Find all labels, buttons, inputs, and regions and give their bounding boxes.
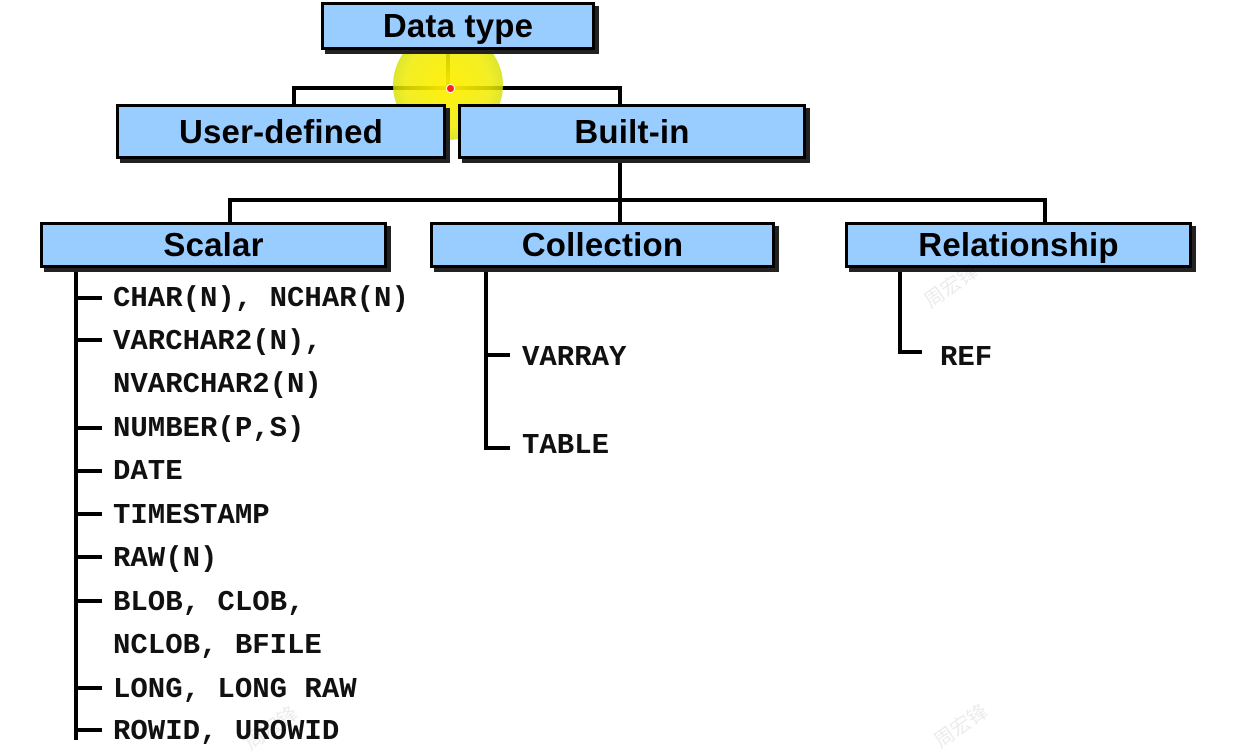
scalar-item-varchar2: VARCHAR2(N), xyxy=(113,325,322,358)
collection-item-table: TABLE xyxy=(522,429,610,462)
scalar-item-rowid: ROWID, UROWID xyxy=(113,715,340,748)
scalar-item-long: LONG, LONG RAW xyxy=(113,673,357,706)
node-scalar: Scalar xyxy=(40,222,387,268)
scalar-item-char: CHAR(N), NCHAR(N) xyxy=(113,282,409,315)
scalar-item-date: DATE xyxy=(113,455,183,488)
scalar-item-blob-clob: BLOB, CLOB, xyxy=(113,586,305,619)
node-collection: Collection xyxy=(430,222,775,268)
node-built-in: Built-in xyxy=(458,104,806,159)
node-data-type: Data type xyxy=(321,2,595,50)
cursor-pointer xyxy=(446,84,455,93)
node-user-defined: User-defined xyxy=(116,104,446,159)
scalar-item-timestamp: TIMESTAMP xyxy=(113,499,270,532)
scalar-item-number: NUMBER(P,S) xyxy=(113,412,305,445)
scalar-item-nvarchar2: NVARCHAR2(N) xyxy=(113,368,322,401)
scalar-item-nclob-bfile: NCLOB, BFILE xyxy=(113,629,322,662)
node-relationship: Relationship xyxy=(845,222,1192,268)
data-type-diagram: Data type User-defined Built-in Scalar C… xyxy=(40,2,1192,755)
connector-lines xyxy=(74,46,1047,740)
relationship-item-ref: REF xyxy=(940,341,993,374)
collection-item-varray: VARRAY xyxy=(522,341,627,374)
scalar-item-raw: RAW(N) xyxy=(113,542,218,575)
